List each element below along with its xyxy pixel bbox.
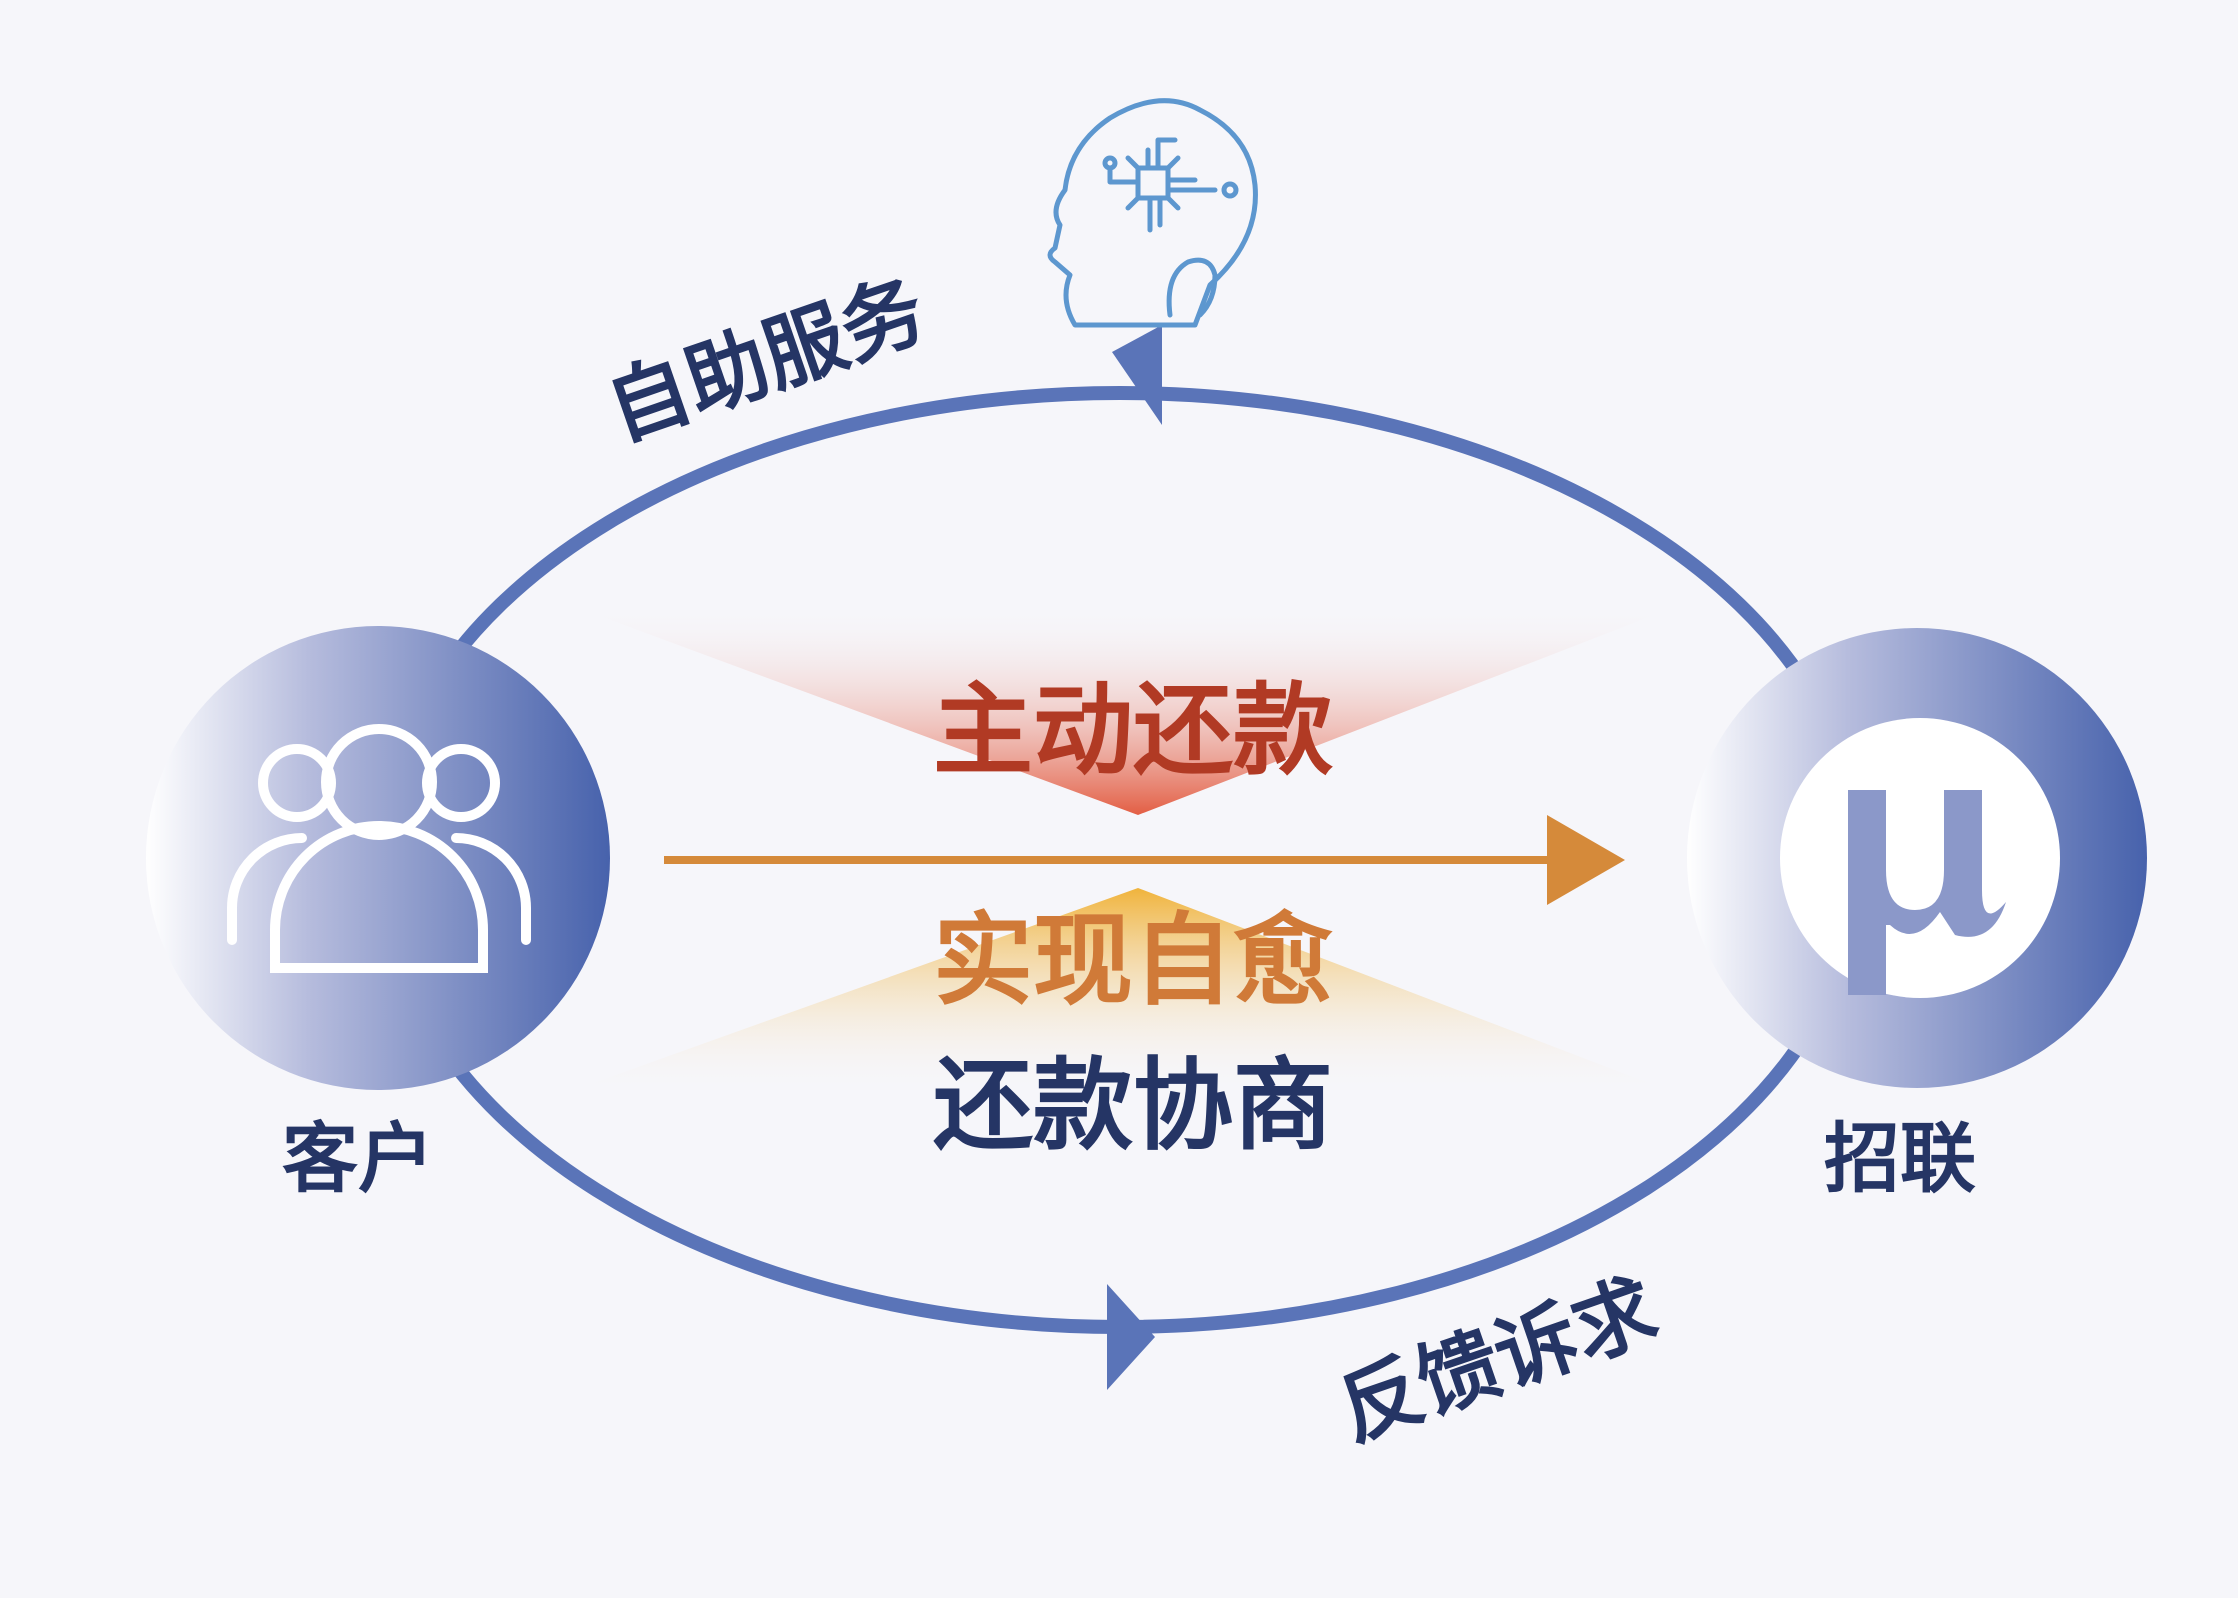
users-group-icon	[227, 724, 531, 973]
customer-node	[146, 626, 610, 1090]
self-service-label: 自助服务	[596, 262, 937, 459]
red-triangle	[570, 605, 1680, 815]
center-arrow	[664, 815, 1625, 905]
yellow-triangle	[560, 888, 1680, 1095]
negotiate-label: 还款协商	[933, 1047, 1333, 1164]
bottom-arrow-head	[1107, 1284, 1155, 1390]
top-arrow-head	[1112, 325, 1162, 425]
zhaolian-mu-logo	[1848, 790, 2006, 995]
customer-label: 客户	[282, 1114, 434, 1203]
zhaolian-label: 招联	[1824, 1114, 1976, 1203]
zhaolian-node	[1687, 628, 2147, 1088]
active-repay-label: 主动还款	[933, 672, 1333, 789]
self-heal-label: 实现自愈	[933, 902, 1333, 1019]
ai-head-chip-icon	[1047, 98, 1258, 328]
